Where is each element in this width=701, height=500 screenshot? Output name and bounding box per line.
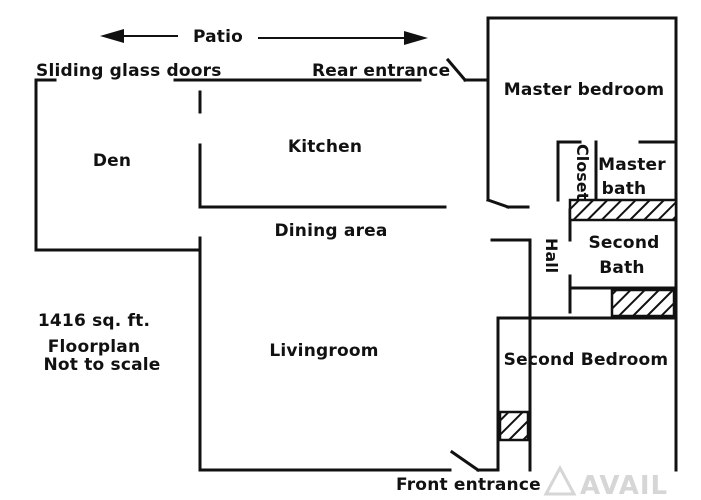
master-bath-label-line1: Master (598, 155, 666, 175)
master-bath-hatch (568, 198, 678, 222)
den-label: Den (93, 151, 131, 171)
second-bath-hatch (610, 288, 676, 318)
watermark-text: AVAIL (580, 471, 668, 500)
livingroom-label: Livingroom (269, 341, 378, 361)
kitchen-label: Kitchen (288, 137, 362, 157)
second-bath-label-line1: Second (588, 233, 659, 253)
watermark-logo: AVAIL (543, 464, 668, 500)
second-bedroom-hatch (498, 410, 530, 442)
second-bath-label-line2: Bath (599, 258, 644, 278)
second-bedroom-label: Second Bedroom (504, 350, 669, 370)
not-to-scale-label: Not to scale (43, 355, 160, 375)
floorplan-label: Floorplan (48, 337, 141, 357)
patio-arrow (100, 29, 428, 45)
front-entrance-label: Front entrance (396, 475, 541, 495)
master-bath-label-line2: bath (602, 179, 647, 199)
patio-label: Patio (193, 27, 243, 47)
rear-entrance-label: Rear entrance (312, 61, 450, 81)
area-label: 1416 sq. ft. (38, 311, 150, 331)
walls (34, 16, 678, 473)
dining-area-label: Dining area (274, 221, 387, 241)
closet-label: Closet (573, 144, 592, 201)
sliding-glass-doors-label: Sliding glass doors (36, 61, 222, 81)
master-bedroom-label: Master bedroom (504, 80, 665, 100)
hall-label: Hall (542, 238, 561, 273)
